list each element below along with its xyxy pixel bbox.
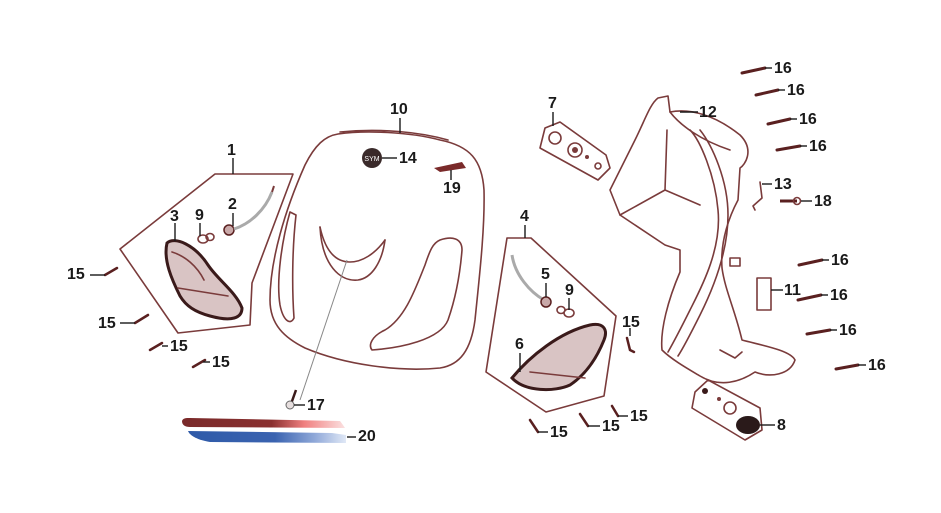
inner-leg-shield [609,95,796,384]
switch-panel [539,112,611,181]
callout-15-d: 15 [212,354,230,371]
callout-13: 13 [774,176,792,193]
callout-16-e: 16 [831,252,849,269]
callout-8: 8 [777,417,786,434]
callout-2: 2 [228,196,237,213]
emblem [362,148,382,168]
screw-17 [285,389,305,410]
screws-16 [740,66,866,371]
front-shield: SYM [269,118,485,401]
callout-15-b: 15 [98,315,116,332]
callout-18: 18 [814,193,832,210]
hook-13 [752,181,772,211]
bolt-18 [780,196,812,206]
left-turn-signal-group [119,158,294,334]
callout-15-a: 15 [67,266,85,283]
callout-5: 5 [541,266,550,283]
screws-15 [90,266,636,434]
callout-10: 10 [390,101,408,118]
label-11 [756,277,783,311]
group-boundary-1 [119,173,294,334]
front-shield-outline [269,131,485,370]
right-turn-signal-group [485,225,617,413]
callout-16-h: 16 [868,357,886,374]
right-turn-signal-lens [510,322,607,392]
callout-9-left: 9 [195,207,204,224]
callout-20: 20 [358,428,376,445]
callout-15-c: 15 [170,338,188,355]
callout-15-f: 15 [550,424,568,441]
group-boundary-4 [485,237,617,413]
callout-14: 14 [399,150,417,167]
callout-7: 7 [548,95,557,112]
callout-17: 17 [307,397,325,414]
callout-19: 19 [443,180,461,197]
callout-16-g: 16 [839,322,857,339]
callout-12: 12 [699,104,717,121]
callout-1: 1 [227,142,236,159]
cover-panel [691,379,775,441]
callout-15-g: 15 [602,418,620,435]
callout-16-d: 16 [809,138,827,155]
callout-16-b: 16 [787,82,805,99]
callout-16-c: 16 [799,111,817,128]
callout-9-right: 9 [565,282,574,299]
callout-6: 6 [515,336,524,353]
callout-4: 4 [520,208,529,225]
callout-15-e: 15 [622,314,640,331]
callout-3: 3 [170,208,179,225]
stripe-decal [182,418,356,443]
callout-16-f: 16 [830,287,848,304]
callout-15-h: 15 [630,408,648,425]
callout-16-a: 16 [774,60,792,77]
decal [434,162,466,172]
callout-11: 11 [784,282,801,299]
svg-text:SYM: SYM [364,156,379,163]
